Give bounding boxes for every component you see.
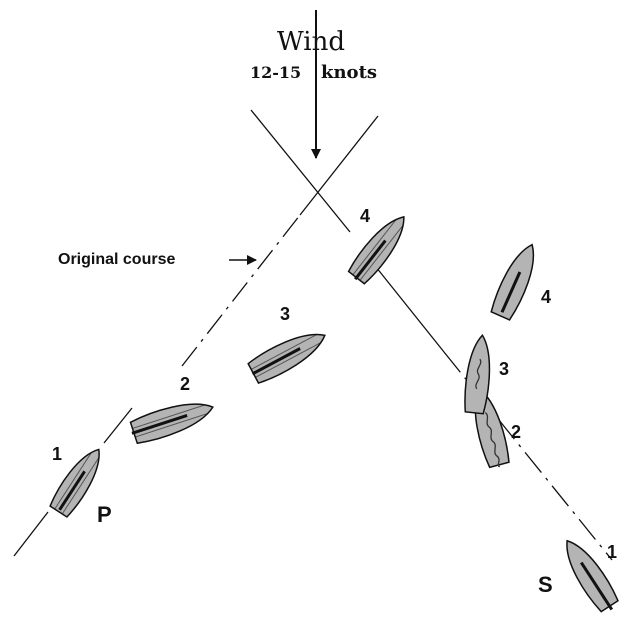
port-boat-3 xyxy=(247,333,326,384)
port-boat-label: P xyxy=(97,502,112,527)
port-boat-1 xyxy=(49,448,100,518)
port-boat-4 xyxy=(347,215,405,285)
starboard-boat-3 xyxy=(464,334,491,415)
starboard-course-line xyxy=(371,261,445,353)
port-boat-4-number: 4 xyxy=(360,206,370,226)
wind-unit: knots xyxy=(321,62,377,83)
port-boat-1-number: 1 xyxy=(52,444,62,464)
port-course-line xyxy=(299,115,379,216)
starboard-boat-label: S xyxy=(538,572,553,597)
starboard-boat-1-number: 1 xyxy=(607,542,617,562)
port-course-line xyxy=(13,511,49,557)
port-boat-2-number: 2 xyxy=(180,374,190,394)
starboard-boat-4-number: 4 xyxy=(541,287,551,307)
starboard-boat-2-number: 2 xyxy=(511,422,521,442)
port-course-line xyxy=(181,214,301,367)
wind-speed: 12-15 xyxy=(250,63,301,82)
starboard-course-line xyxy=(250,109,351,233)
port-boat-3-number: 3 xyxy=(280,304,290,324)
original-course-label: Original course xyxy=(58,251,175,268)
starboard-boat-4 xyxy=(490,243,535,321)
port-boat-2 xyxy=(129,403,214,445)
starboard-boat-1 xyxy=(566,539,619,613)
starboard-boat-3-number: 3 xyxy=(499,359,509,379)
wind-title: Wind xyxy=(277,27,345,57)
port-course-line xyxy=(103,407,133,444)
